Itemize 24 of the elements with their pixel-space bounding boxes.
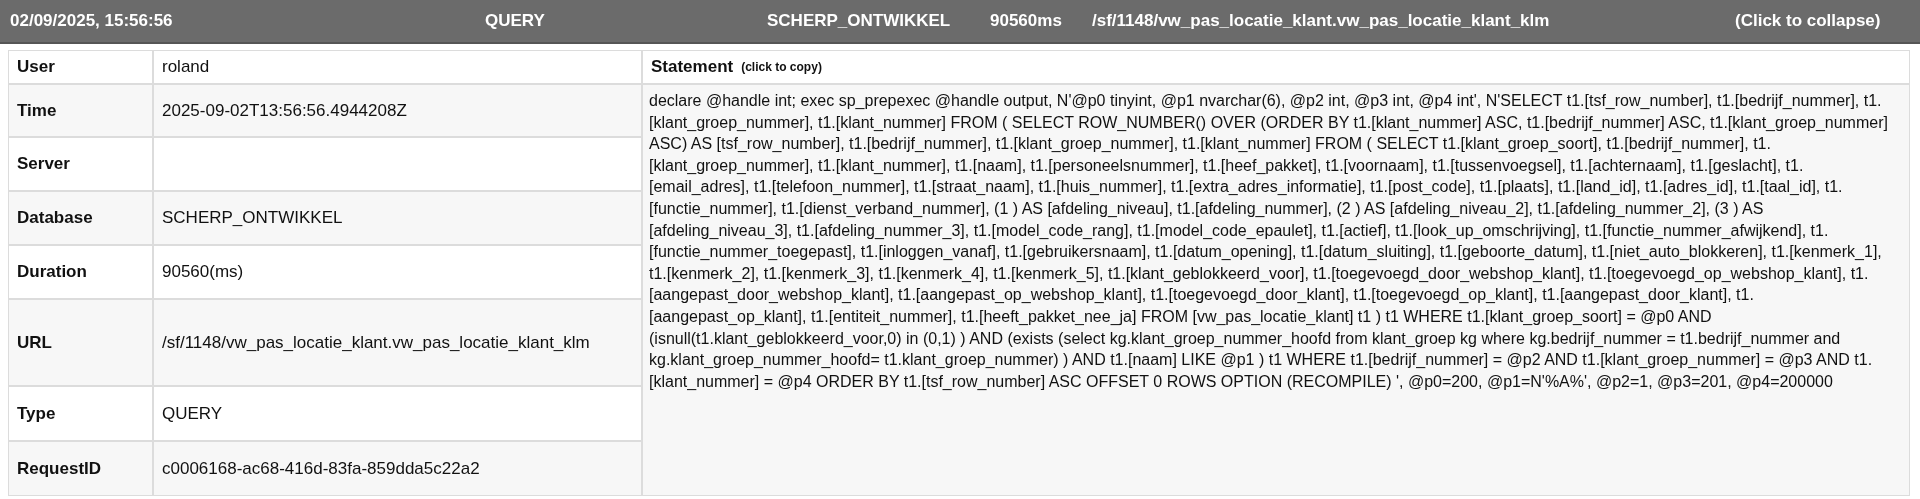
sql-statement: declare @handle int; exec sp_prepexec @handle output, N'@p0 tinyint, @p1 nvarchar(6), @p2 int, @p3 int, @p4 int', N'SELECT t1.[tsf_row_number], t1.[bedrijf_nummer], t1.[klant_groep_nummer], t1.[klant_nummer] FROM ( SELECT ROW_NUMBER() OVER (ORDER BY t1.[klant_nummer] ASC, t1.[bedrijf_nummer] ASC, t1.[klant_groep_nummer] ASC) AS [tsf_row_number], t1.[bedrijf_nummer], t1.[klant_groep_nummer], t1.[klant_nummer] FROM ( SELECT t1.[klant_groep_soort], t1.[bedrijf_nummer], t1.[klant_groep_nummer], t1.[klant_nummer], t1.[naam], t1.[personeelsnummer], t1.[heef_pakket], t1.[voornaam], t1.[tussenvoegsel], t1.[achternaam], t1.[geslacht], t1.[email_adres], t1.[telefoon_nummer], t1.[straat_naam], t1.[huis_nummer], t1.[extra_adres_informatie], t1.[post_code], t1.[plaats], t1.[land_id], t1.[adres_id], t1.[taal_id], t1.[functie_nummer], t1.[dienst_verband_nummer], (1 ) AS [afdeling_niveau], t1.[afdeling_nummer], (2 ) AS [afdeling_niveau_2], t1.[afdeling_nummer_2], (3 ) AS [afdeling_niveau_3], t1.[afdeling_nummer_3], t1.[model_code_rang], t1.[model_code_epaulet], t1.[actief], t1.[look_up_omschrijving], t1.[functie_nummer_afwijkend], t1.[functie_nummer_toegepast], t1.[inloggen_vanaf], t1.[gebruikersnaam], t1.[datum_opening], t1.[datum_sluiting], t1.[geboorte_datum], t1.[niet_auto_blokkeren], t1.[kenmerk_1], t1.[kenmerk_2], t1.[kenmerk_3], t1.[kenmerk_4], t1.[kenmerk_5], t1.[klant_geblokkeerd_voor], t1.[toegevoegd_door_webshop_klant], t1.[toegevoegd_op_webshop_klant], t1.[aangepast_door_webshop_klant], t1.[aangepast_op_webshop_klant], t1.[toegevoegd_door_klant], t1.[toegevoegd_op_klant], t1.[aangepast_door_klant], t1.[aangepast_op_klant], t1.[entiteit_nummer], t1.[heeft_pakket_nee_ja] FROM [vw_pas_locatie_klant] t1 ) t1 WHERE t1.[klant_groep_soort] = @p0 AND (isnull(t1.klant_geblokkeerd_voor,0) in (0,1) ) AND (exists (select kg.klant_groep_nummer_hoofd from klant_groep kg where kg.bedrijf_nummer = t1.bedrijf_nummer and kg.klant_groep_nummer_hoofd= t1.klant_groep_nummer) ) AND t1.[naam] LIKE @p1 ) t1 WHERE t1.[bedrijf_nummer] = @p2 AND t1.[klant_groep_nummer] = @p3 AND t1.[klant_nummer] = @p4 ORDER BY t1.[tsf_row_number] ASC OFFSET 0 ROWS OPTION (RECOMPILE) ', @p0=200, @p1=N'%A%', @p2=1, @p3=201, @p4=200000: [642, 84, 1910, 496]
field-value: roland: [153, 50, 642, 84]
field-label: RequestID: [8, 441, 153, 496]
query-type: QUERY: [485, 11, 545, 31]
timestamp: 02/09/2025, 15:56:56: [10, 11, 173, 31]
field-value: SCHERP_ONTWIKKEL: [153, 191, 642, 245]
field-value: QUERY: [153, 386, 642, 441]
field-label: URL: [8, 299, 153, 386]
field-label: Duration: [8, 245, 153, 299]
field-label: Database: [8, 191, 153, 245]
collapse-link: (Click to collapse): [1735, 11, 1881, 31]
field-label: Time: [8, 84, 153, 137]
field-value: 2025-09-02T13:56:56.4944208Z: [153, 84, 642, 137]
field-value: /sf/1148/vw_pas_locatie_klant.vw_pas_locatie_klant_klm: [153, 299, 642, 386]
copy-hint: (click to copy): [741, 60, 822, 74]
field-label: Server: [8, 137, 153, 191]
field-label: Type: [8, 386, 153, 441]
database-name: SCHERP_ONTWIKKEL: [767, 11, 951, 31]
column-heading: Statement: [651, 57, 734, 77]
duration: 90560ms: [990, 11, 1062, 31]
field-value: 90560(ms): [153, 245, 642, 299]
url-path: /sf/1148/vw_pas_locatie_klant.vw_pas_locatie_klant_klm: [1092, 11, 1550, 31]
field-value: c0006168-ac68-416d-83fa-859dda5c22a2: [153, 441, 642, 496]
field-label: User: [8, 50, 153, 84]
